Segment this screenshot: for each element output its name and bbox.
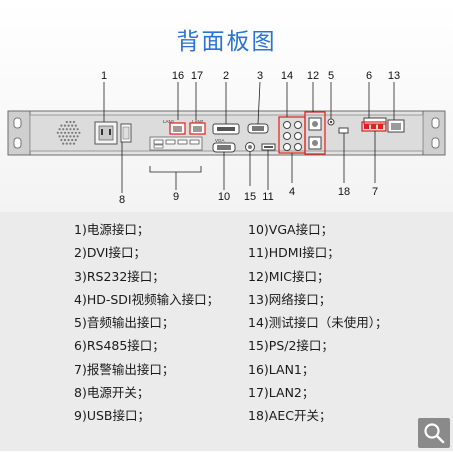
legend-item: 4)HD-SDI视频输入接口； [74,291,220,307]
callout-5: 5 [328,70,334,82]
legend-background [0,212,453,451]
lan-ports: LAN1 LAN2 [163,119,206,135]
terminal-blocks [361,117,387,132]
callout-3: 3 [257,70,263,82]
callout-4: 4 [289,186,295,198]
legend-item: 3)RS232接口； [74,268,165,284]
legend-item: 10)VGA接口； [248,222,334,237]
callout-14: 14 [281,70,293,82]
legend-item: 11)HDMI接口； [248,245,340,261]
callout-2: 2 [223,70,229,82]
callout-18: 18 [338,186,350,198]
legend-item: 18)AEC开关； [248,408,332,424]
vga-label: VGA [215,138,225,143]
legend-item: 16)LAN1； [248,361,315,377]
ps2-port [245,142,255,152]
usb-ports [149,136,203,151]
zoom-button[interactable] [418,418,450,448]
page-title: 背面板图 [176,29,277,55]
callout-17: 17 [191,70,203,82]
diagram-background [0,0,453,212]
leader-lines [103,81,395,193]
callout-7: 7 [372,186,378,198]
power-switch [120,123,132,143]
callout-12: 12 [307,70,319,82]
callout-numbers: 1 16 17 2 3 14 12 5 6 13 8 9 10 15 11 4 … [101,70,400,206]
legend-column-left: 1)电源接口； 2)DVI接口； 3)RS232接口； 4)HD-SDI视频输入… [74,218,219,428]
legend-item: 5)音频输出接口； [74,315,175,331]
audio-output-port [327,118,335,126]
mic-ports [304,111,326,155]
callout-1: 1 [101,70,107,82]
callout-6: 6 [366,70,372,82]
dvi-port [212,123,240,135]
callout-15: 15 [244,191,256,203]
legend-item: 15)PS/2接口； [248,338,334,354]
vga-port: VGA [212,138,236,153]
callout-9: 9 [173,191,179,203]
hdmi-port [261,143,276,151]
network-port [387,119,405,133]
callout-10: 10 [218,191,230,203]
legend-item: 12)MIC接口； [248,268,330,284]
legend-item: 14)测试接口（未使用）； [248,315,388,331]
legend-item: 7)报警输出接口； [74,361,175,377]
lan1-label: LAN1 [163,119,175,124]
legend-item: 8)电源开关； [74,385,150,401]
fan-vent [56,120,81,145]
aec-switch [338,127,349,134]
callout-16: 16 [172,70,184,82]
power-inlet-port [94,121,118,145]
callout-8: 8 [119,194,125,206]
callout-13: 13 [388,70,400,82]
legend-column-right: 10)VGA接口； 11)HDMI接口； 12)MIC接口； 13)网络接口； … [248,218,388,428]
magnifier-icon [424,423,445,444]
legend-item: 6)RS485接口； [74,338,165,354]
legend-item: 1)电源接口； [74,222,150,237]
rs232-port [247,123,269,134]
legend-item: 13)网络接口； [248,291,332,307]
legend-item: 17)LAN2； [248,385,315,401]
legend-item: 9)USB接口； [74,408,150,424]
legend-item: 2)DVI接口； [74,245,146,261]
lan2-label: LAN2 [192,119,204,124]
port-legend: 1)电源接口； 2)DVI接口； 3)RS232接口； 4)HD-SDI视频输入… [0,212,453,451]
rear-panel-diagram: LAN1 LAN2 VGA [7,70,446,206]
callout-11: 11 [262,191,273,203]
